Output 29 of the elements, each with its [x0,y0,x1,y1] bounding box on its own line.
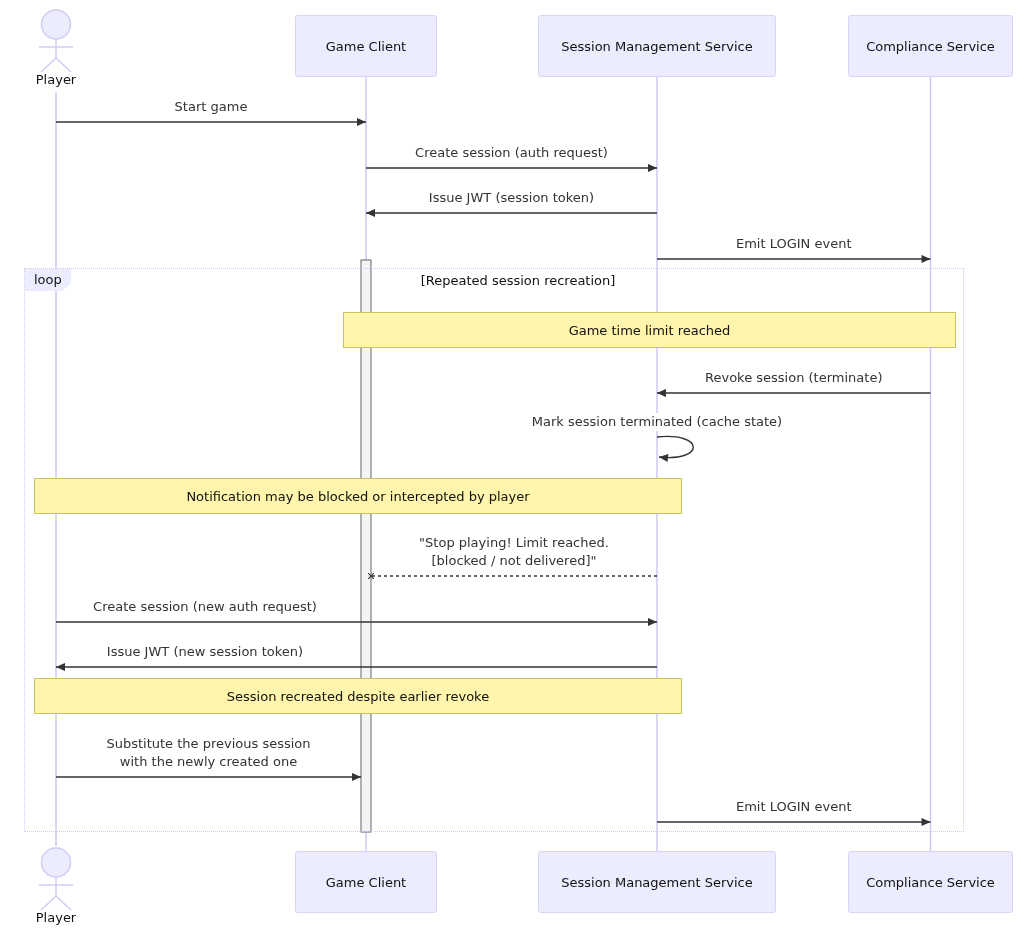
participant-box: Session Management Service [538,15,776,77]
actor-label: Player [35,72,77,88]
note-box: Game time limit reached [343,312,956,348]
message-arrow [55,662,658,672]
message-arrow [55,617,658,627]
lifeline [55,92,57,846]
participant-box: Game Client [295,15,437,77]
message-arrow [656,817,932,827]
message-arrow [656,254,932,264]
participant-box: Compliance Service [848,851,1013,913]
lifeline [656,77,658,851]
message-arrow [365,208,658,218]
actor-label: Player [35,910,77,926]
message-label: Create session (auth request) [413,144,610,162]
lifeline [929,77,932,851]
message-arrow [656,435,694,462]
message-arrow [55,117,367,127]
message-arrow [365,163,658,173]
message-arrow [55,772,362,782]
note-box: Notification may be blocked or intercepted by player [34,478,682,514]
loop-condition: [Repeated session recreation] [420,273,616,289]
participant-box: Game Client [295,851,437,913]
message-arrow [656,388,932,398]
participant-box: Compliance Service [848,15,1013,77]
participant-box: Session Management Service [538,851,776,913]
loop-label: loop [25,269,71,291]
loop-frame [24,268,964,832]
message-label: Create session (new auth request) [91,598,319,616]
note-box: Session recreated despite earlier revoke [34,678,682,714]
